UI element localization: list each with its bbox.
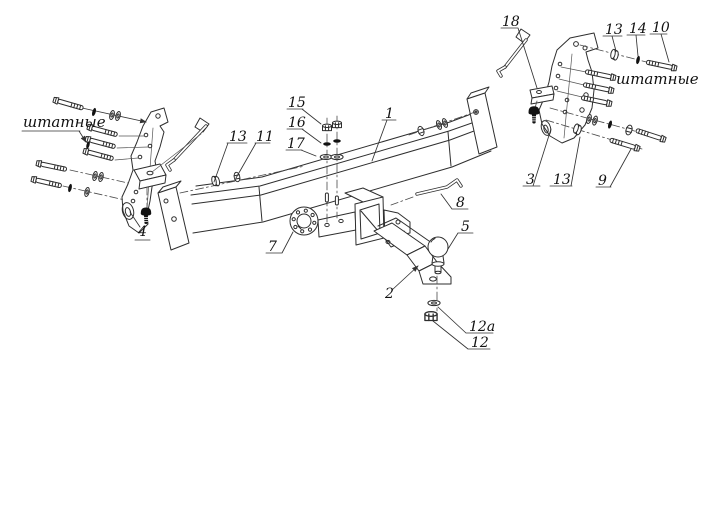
callout-5: 5 <box>461 219 470 235</box>
callout-12a: 12a <box>469 319 495 335</box>
safety-pin-right <box>496 28 531 78</box>
label-standard-left: штатные <box>23 113 106 131</box>
callout-8: 8 <box>456 195 465 211</box>
leader-lines <box>21 27 670 350</box>
callout-18: 18 <box>502 14 520 30</box>
right-mount-plate <box>528 32 599 144</box>
callout-7: 7 <box>268 239 277 255</box>
callout-9: 9 <box>598 173 607 189</box>
left-mount-plate <box>121 107 169 234</box>
callout-14: 14 <box>629 21 647 37</box>
callout-13-right-bottom: 13 <box>553 172 571 188</box>
callout-13-right-top: 13 <box>605 22 623 38</box>
beam-left-fasteners <box>179 165 306 194</box>
left-bolt-group <box>30 96 149 201</box>
callout-12: 12 <box>471 335 489 351</box>
tow-ball <box>427 236 449 275</box>
callout-13-beam: 13 <box>229 129 247 145</box>
label-standard-right: штатные <box>616 70 699 88</box>
callout-11: 11 <box>256 129 274 145</box>
callout-17: 17 <box>287 136 305 152</box>
callout-1: 1 <box>385 106 394 122</box>
beam-right-fasteners <box>408 110 479 137</box>
callouts: 1 2 3 4 5 7 8 9 10 11 12 12a 13 13 13 14… <box>23 14 699 351</box>
right-bolt-group <box>545 44 678 153</box>
ball-nut-washer <box>424 275 441 322</box>
hitch-pin <box>390 178 463 206</box>
callout-16: 16 <box>288 115 306 131</box>
socket-plate <box>289 206 319 236</box>
callout-15: 15 <box>288 95 306 111</box>
callout-2: 2 <box>384 286 394 302</box>
stud-stacks <box>319 115 344 223</box>
safety-pin-left <box>151 117 210 173</box>
crossbeam <box>157 86 498 251</box>
callout-4: 4 <box>137 224 147 240</box>
callout-10: 10 <box>652 20 670 36</box>
callout-3: 3 <box>526 172 535 188</box>
